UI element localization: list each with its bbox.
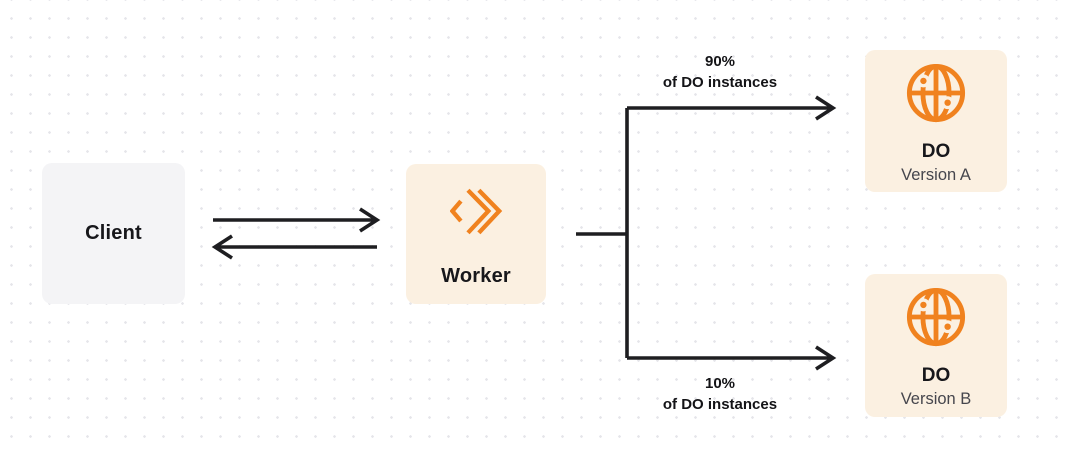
split-trunk-connector: [576, 108, 629, 358]
do-version-a-node: DO Version A: [865, 50, 1007, 192]
branch-bottom-caption: of DO instances: [662, 396, 778, 414]
branch-bottom-percent: 10%: [704, 375, 736, 392]
arrow-branch-top: [627, 95, 837, 121]
do-b-subtitle: Version B: [900, 389, 972, 408]
do-a-subtitle: Version A: [901, 165, 971, 184]
worker-node: Worker: [406, 164, 546, 304]
arrow-branch-bottom: [627, 345, 837, 371]
branch-top-percent: 90%: [704, 53, 736, 70]
globe-icon: [906, 287, 966, 347]
globe-icon: [906, 63, 966, 123]
arrow-worker-to-client: [211, 234, 377, 260]
branch-bottom-label: 10% of DO instances: [620, 373, 820, 416]
do-a-title: DO: [921, 141, 951, 162]
worker-label: Worker: [441, 265, 511, 287]
arrow-client-to-worker: [213, 207, 381, 233]
branch-top-label: 90% of DO instances: [620, 51, 820, 94]
workers-code-brackets-icon: [449, 188, 502, 235]
branch-top-caption: of DO instances: [662, 74, 778, 92]
do-b-title: DO: [921, 365, 951, 386]
do-version-b-node: DO Version B: [865, 274, 1007, 417]
client-label: Client: [85, 222, 142, 244]
client-node: Client: [42, 163, 185, 304]
